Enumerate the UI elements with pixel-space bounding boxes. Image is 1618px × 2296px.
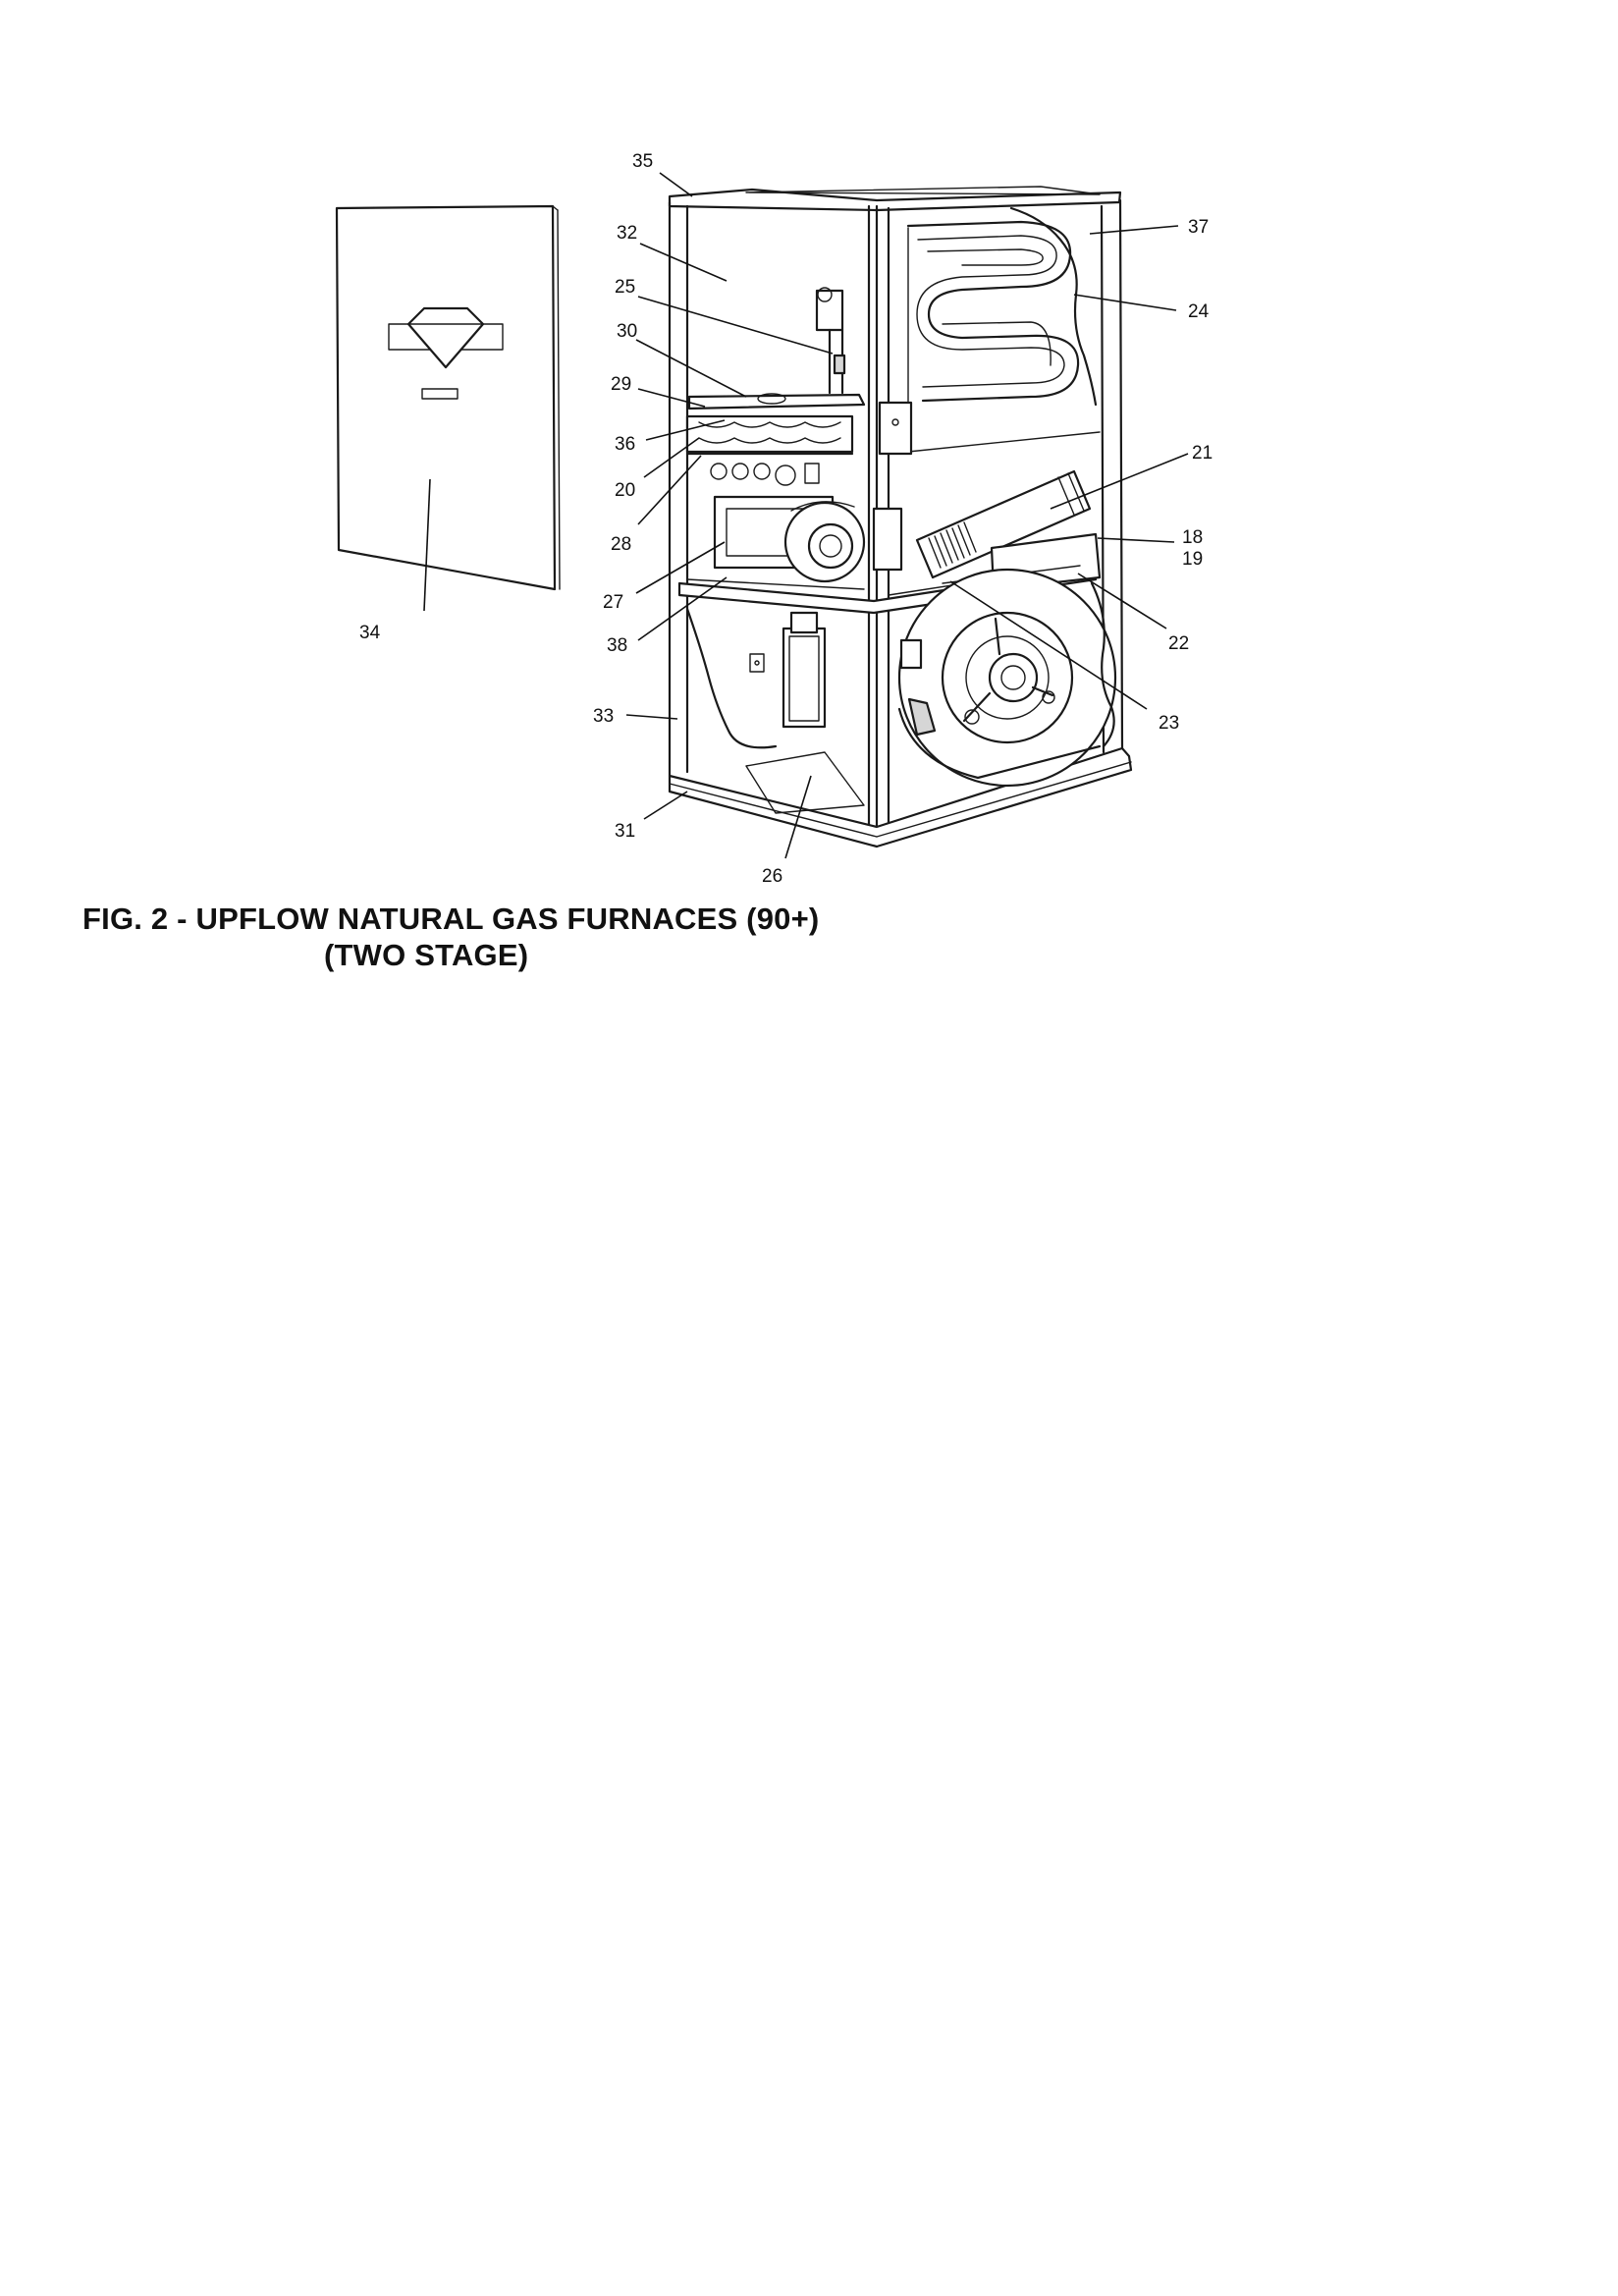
callout-37: 37 xyxy=(1188,217,1209,238)
door-switch xyxy=(749,653,765,673)
blower-compartment xyxy=(685,568,1117,814)
control-module xyxy=(782,627,827,729)
callout-21: 21 xyxy=(1192,443,1213,464)
blower-motor-hub xyxy=(988,652,1039,703)
gas-valve xyxy=(815,289,844,332)
callout-35: 35 xyxy=(632,151,653,172)
door-handle-slot xyxy=(421,388,458,400)
figure-caption-subtitle: (TWO STAGE) xyxy=(324,938,529,972)
callout-25: 25 xyxy=(615,277,635,298)
callout-30: 30 xyxy=(617,321,637,342)
gas-controls xyxy=(685,287,913,486)
callout-20: 20 xyxy=(615,480,635,501)
callout-29: 29 xyxy=(611,374,631,395)
leader-lines xyxy=(423,172,1189,859)
callout-32: 32 xyxy=(617,223,637,244)
callout-26: 26 xyxy=(762,866,782,887)
callout-19: 19 xyxy=(1182,549,1203,570)
brand-logo-icon xyxy=(388,306,504,369)
valve-knob-icon xyxy=(817,287,833,302)
pipe-coupling-ribs xyxy=(928,521,977,569)
callout-18: 18 xyxy=(1182,527,1203,548)
figure-caption-title: FIG. 2 - UPFLOW NATURAL GAS FURNACES (90… xyxy=(82,902,820,936)
callout-31: 31 xyxy=(615,821,635,842)
callout-34: 34 xyxy=(359,623,381,643)
callout-36: 36 xyxy=(615,434,635,455)
callout-38: 38 xyxy=(607,635,627,656)
callout-27: 27 xyxy=(603,592,623,613)
callout-24: 24 xyxy=(1188,301,1210,322)
orifice-large-icon xyxy=(775,465,796,486)
front-door-panel xyxy=(335,204,561,591)
heat-exchanger xyxy=(906,206,1101,453)
inducer-assembly xyxy=(686,495,903,590)
callout-33: 33 xyxy=(593,706,614,727)
callout-labels: 35 32 37 25 24 30 29 36 21 20 18 19 28 2… xyxy=(359,151,1213,887)
callout-22: 22 xyxy=(1168,633,1189,654)
callout-23: 23 xyxy=(1159,713,1179,734)
callout-28: 28 xyxy=(611,534,631,555)
blower-housing xyxy=(897,568,1117,788)
